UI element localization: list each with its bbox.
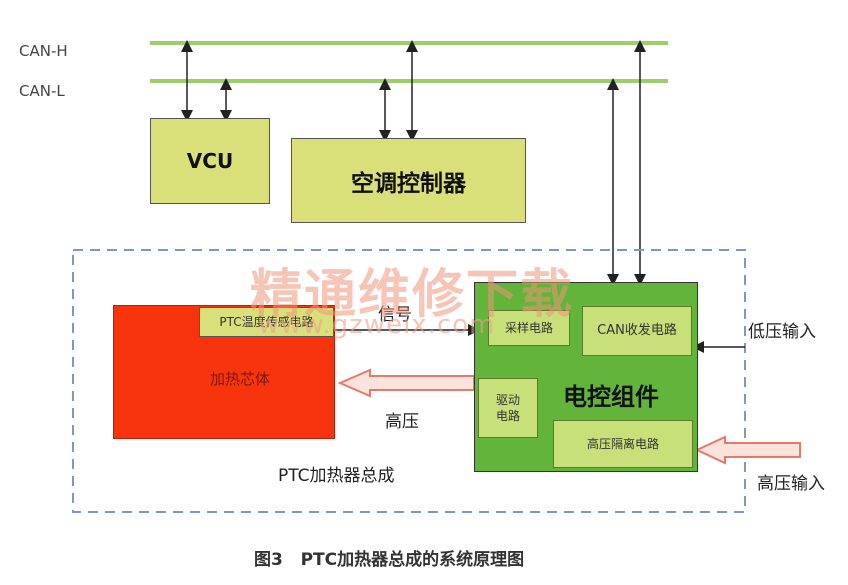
hv-isolation-label: 高压隔离电路 (586, 436, 659, 451)
heating-element-label: 加热芯体 (210, 370, 271, 388)
signal-label: 信号 (378, 305, 412, 325)
watermark-url: www.gzweix.com (258, 310, 496, 340)
ptc-temp-circuit-block: PTC温度传感电路 (199, 307, 334, 337)
low-voltage-input-label: 低压输入 (748, 322, 816, 342)
can-transceiver-label: CAN收发电路 (597, 323, 677, 339)
vcu-label: VCU (186, 149, 234, 173)
hv-isolation-block: 高压隔离电路 (553, 420, 693, 468)
ptc-temp-label: PTC温度传感电路 (219, 314, 314, 329)
ac-controller-block: 空调控制器 (291, 138, 526, 223)
high-voltage-label: 高压 (385, 412, 419, 432)
vcu-block: VCU (150, 118, 270, 204)
high-voltage-out-arrow (337, 368, 475, 398)
watermark-text: 精通维修下载 (250, 264, 575, 325)
figure-caption: 图3 PTC加热器总成的系统原理图 (254, 550, 525, 570)
ptc-assembly-border (72, 249, 746, 513)
control-assembly-label: 电控组件 (563, 383, 659, 411)
can-transceiver-block: CAN收发电路 (582, 306, 692, 356)
ac-controller-label: 空调控制器 (351, 170, 466, 197)
high-voltage-input-label: 高压输入 (757, 474, 825, 494)
ptc-assembly-label: PTC加热器总成 (278, 466, 395, 486)
sampling-circuit-block: 采样电路 (488, 310, 570, 346)
can-h-label: CAN-H (19, 42, 68, 60)
drive-circuit-label: 驱动电路 (495, 392, 520, 423)
can-l-label: CAN-L (19, 82, 65, 100)
high-voltage-in-arrow (694, 435, 801, 465)
sampling-label: 采样电路 (504, 320, 553, 335)
drive-circuit-block: 驱动电路 (478, 378, 538, 438)
